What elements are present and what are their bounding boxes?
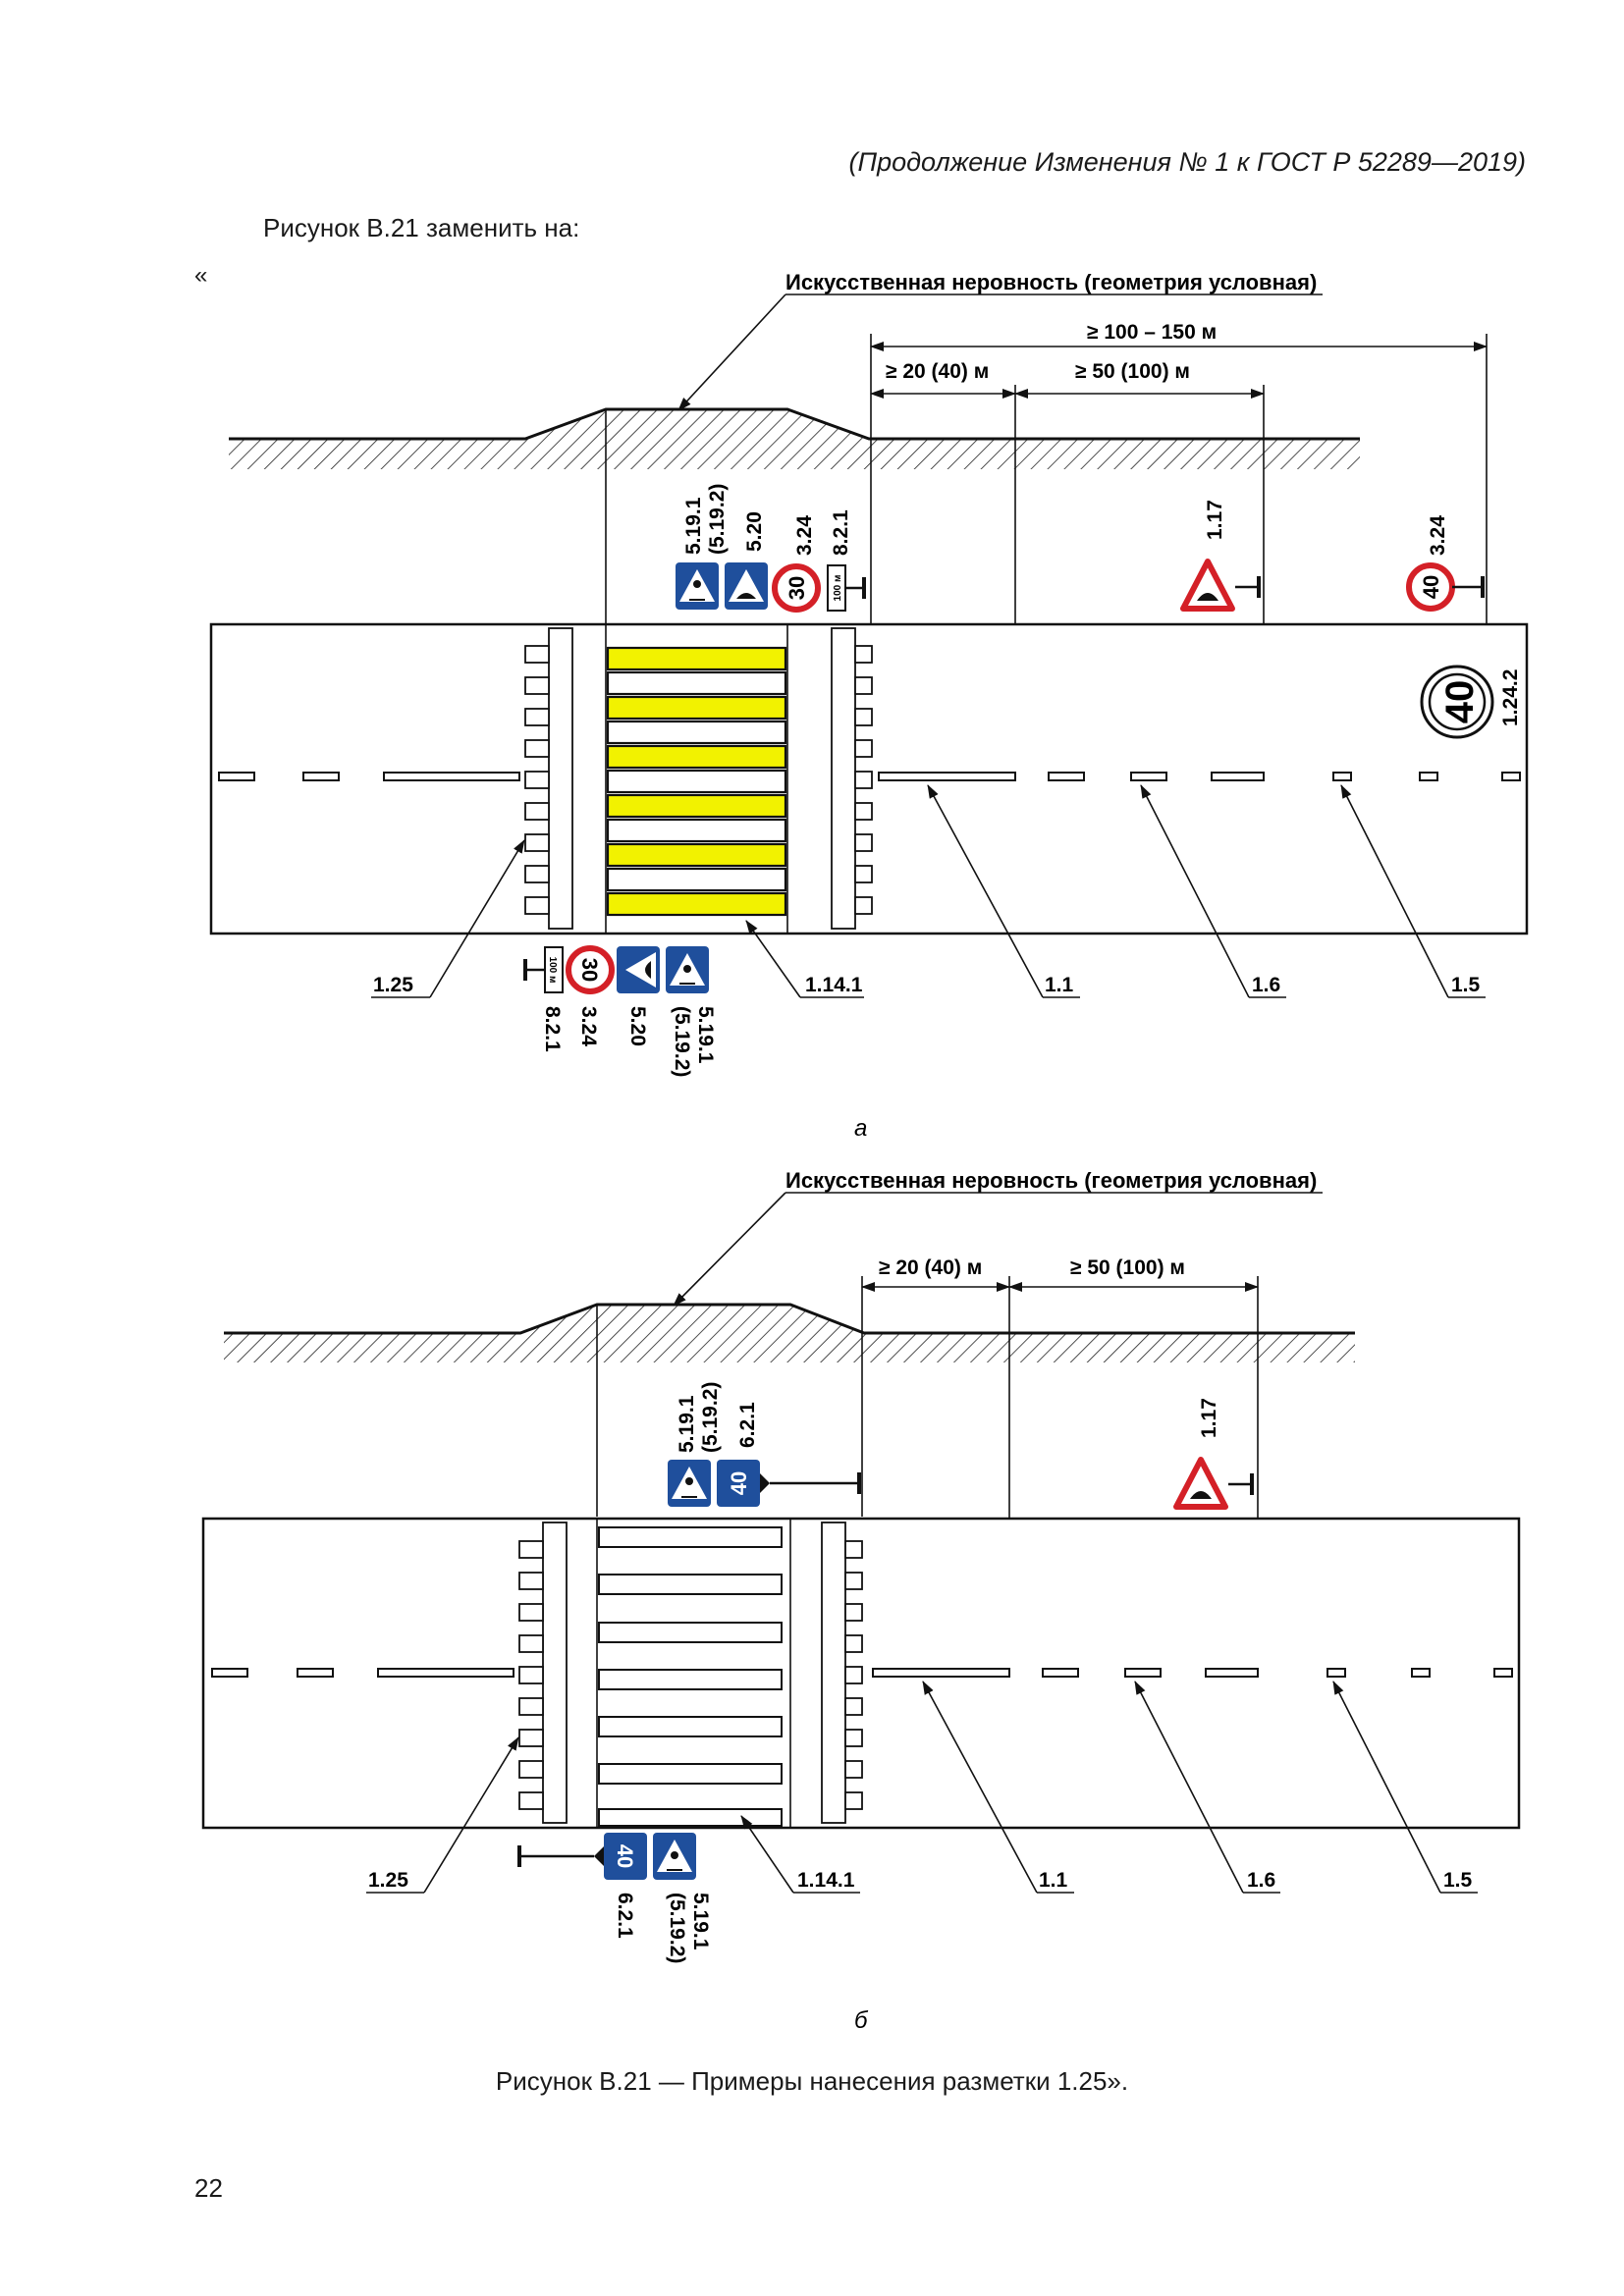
label-5-19-2-top-b: (5.19.2)	[699, 1382, 722, 1453]
figure-b-dimensions	[596, 1276, 1259, 1674]
sign-1-17-a	[1180, 559, 1261, 612]
label-5-19-1-top-a: 5.19.1	[682, 497, 705, 555]
dimension-d1: ≥ 20 (40) м	[886, 360, 989, 383]
label-5-19-1-bottom-b: 5.19.1	[689, 1893, 712, 1950]
figure-a: Искусственная неровность (геометрия усло…	[209, 270, 1529, 1142]
svg-text:30: 30	[577, 958, 602, 982]
sign-3-24-speed30-bottom-a: 30	[566, 945, 615, 994]
callout-1-14-1-b: 1.14.1	[797, 1869, 855, 1892]
figure-a-centerline-right	[878, 772, 1521, 781]
sign-8-2-1-top-a: 100 м	[827, 564, 846, 612]
sign-1-17-b	[1173, 1457, 1254, 1510]
crosswalk-1-14-1-b	[596, 1519, 791, 1828]
figure-b-callouts	[366, 1681, 1478, 1894]
dimension-total: ≥ 100 – 150 м	[1087, 321, 1217, 344]
sign-5-20-bottom-a	[617, 946, 660, 993]
sign-3-24-speed30-top-a: 30	[772, 563, 821, 613]
svg-text:30: 30	[785, 576, 809, 600]
label-5-19-2-bottom-a: (5.19.2)	[671, 1006, 693, 1077]
figure-b-ground	[224, 1303, 1355, 1362]
svg-text:40: 40	[613, 1844, 637, 1868]
figure-a-ground	[229, 407, 1360, 469]
figure-b-centerline-left	[211, 1668, 514, 1678]
marking-1-25-left-a	[524, 627, 573, 930]
svg-text:40: 40	[1438, 680, 1482, 724]
dimension-d2-b: ≥ 50 (100) м	[1070, 1256, 1185, 1279]
callout-1-25-b: 1.25	[368, 1869, 408, 1892]
label-6-2-1-top-b: 6.2.1	[736, 1402, 759, 1448]
callout-1-6-b: 1.6	[1247, 1869, 1275, 1892]
svg-text:40: 40	[1419, 575, 1443, 599]
dimension-d1-b: ≥ 20 (40) м	[879, 1256, 982, 1279]
label-3-24-bottom-a: 3.24	[577, 1006, 600, 1046]
marking-1-25-left-b	[518, 1522, 568, 1824]
svg-text:100 м: 100 м	[833, 575, 843, 602]
sign-5-19-1-top-a	[676, 562, 719, 610]
label-5-19-1-top-b: 5.19.1	[676, 1395, 698, 1453]
label-3-24-right-a: 3.24	[1427, 515, 1449, 556]
label-6-2-1-bottom-b: 6.2.1	[614, 1893, 636, 1939]
figure-b-centerline-right	[872, 1668, 1513, 1678]
dimension-d2: ≥ 50 (100) м	[1075, 360, 1190, 383]
replace-instruction: Рисунок В.21 заменить на:	[263, 213, 580, 242]
callout-1-14-1-a: 1.14.1	[805, 974, 863, 996]
label-1-17-a: 1.17	[1204, 500, 1226, 540]
sign-5-19-1-bottom-a	[666, 946, 709, 993]
callout-1-1-b: 1.1	[1039, 1869, 1068, 1892]
sign-5-19-1-bottom-b	[653, 1833, 696, 1880]
figure-b-sublabel: б	[854, 2007, 869, 2034]
figure-a-title: Искусственная неровность (геометрия усло…	[785, 270, 1317, 294]
label-5-19-2-top-a: (5.19.2)	[706, 484, 729, 555]
marking-1-24-2: 40	[1420, 665, 1494, 739]
callout-1-5-a: 1.5	[1451, 974, 1481, 996]
callout-1-1-a: 1.1	[1045, 974, 1074, 996]
label-8-2-1-bottom-a: 8.2.1	[541, 1006, 564, 1052]
callout-1-5-b: 1.5	[1443, 1869, 1473, 1892]
callout-1-6-a: 1.6	[1252, 974, 1280, 996]
page-number: 22	[194, 2173, 223, 2203]
continuation-header: (Продолжение Изменения № 1 к ГОСТ Р 5228…	[848, 147, 1526, 177]
marking-1-24-2-label: 1.24.2	[1499, 669, 1522, 726]
sign-8-2-1-bottom-a: 100 м	[544, 946, 564, 993]
label-1-17-b: 1.17	[1198, 1398, 1220, 1438]
label-5-20-top-a: 5.20	[743, 511, 766, 552]
opening-quote: «	[194, 262, 208, 289]
label-3-24-top-a: 3.24	[793, 515, 816, 556]
sign-6-2-1-bottom-b: 40	[594, 1833, 647, 1880]
label-5-19-1-bottom-a: 5.19.1	[694, 1006, 717, 1064]
label-5-20-bottom-a: 5.20	[626, 1006, 649, 1046]
marking-1-25-right-b	[821, 1522, 863, 1824]
figure-b: Искусственная неровность (геометрия усло…	[201, 1168, 1521, 2034]
svg-text:40: 40	[727, 1471, 751, 1495]
label-5-19-2-bottom-b: (5.19.2)	[666, 1893, 688, 1963]
label-8-2-1-top-a: 8.2.1	[830, 509, 852, 556]
marking-1-25-right-a	[831, 627, 873, 930]
sign-5-20-top-a	[725, 562, 768, 610]
crosswalk-1-14-1-a	[605, 624, 788, 934]
svg-text:100 м: 100 м	[547, 957, 558, 984]
sign-3-24-speed40-a: 40	[1406, 562, 1485, 612]
figure-a-centerline-left	[218, 772, 520, 781]
figure-a-callouts	[371, 784, 1486, 998]
figure-a-sublabel: а	[854, 1115, 867, 1142]
callout-1-25-a: 1.25	[373, 974, 413, 996]
sign-6-2-1-top-b: 40	[717, 1460, 770, 1507]
sign-5-19-1-top-b	[668, 1460, 711, 1507]
figure-b-title: Искусственная неровность (геометрия усло…	[785, 1168, 1317, 1193]
figure-caption: Рисунок В.21 — Примеры нанесения разметк…	[495, 2066, 1129, 2096]
